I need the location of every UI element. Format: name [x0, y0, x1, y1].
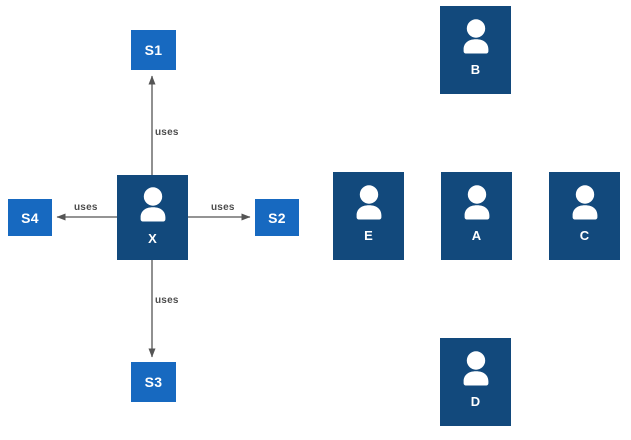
actor-node-label: C — [579, 228, 590, 243]
actor-node-a[interactable]: A — [441, 172, 512, 260]
actor-node-c[interactable]: C — [549, 172, 620, 260]
actor-node-label: D — [470, 394, 481, 409]
actor-node-label: A — [471, 228, 482, 243]
person-icon — [463, 351, 488, 386]
actor-node-label: E — [364, 228, 373, 243]
system-node-label: S2 — [268, 209, 286, 226]
edge-label-x-to-s3: uses — [155, 295, 179, 306]
person-icon — [140, 187, 165, 222]
edge-label-x-to-s1: uses — [155, 127, 179, 138]
edge-label-x-to-s4: uses — [74, 202, 98, 213]
actor-node-d[interactable]: D — [440, 338, 511, 426]
system-node-s4[interactable]: S4 — [8, 199, 52, 236]
system-node-label: S3 — [144, 374, 163, 390]
system-node-label: S4 — [21, 209, 39, 226]
actor-node-x[interactable]: X — [117, 175, 188, 260]
edge-label-x-to-s2: uses — [211, 202, 235, 213]
actor-node-e[interactable]: E — [333, 172, 404, 260]
actor-node-label: B — [470, 62, 481, 77]
system-node-s1[interactable]: S1 — [131, 30, 176, 70]
actor-node-label: X — [148, 231, 157, 246]
system-node-s3[interactable]: S3 — [131, 362, 176, 402]
person-icon — [356, 185, 381, 220]
actor-node-b[interactable]: B — [440, 6, 511, 94]
system-node-s2[interactable]: S2 — [255, 199, 299, 236]
person-icon — [463, 19, 488, 54]
person-icon — [572, 185, 597, 220]
person-icon — [464, 185, 489, 220]
system-node-label: S1 — [144, 42, 163, 58]
